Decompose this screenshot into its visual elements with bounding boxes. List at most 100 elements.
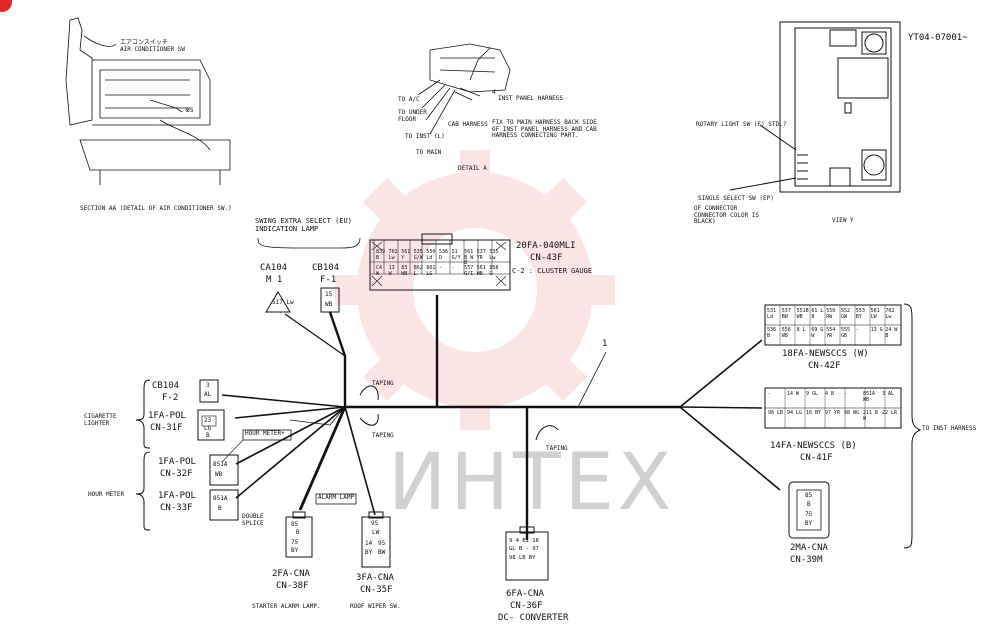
cn39m-pin: 75 bbox=[805, 511, 813, 518]
pin-cell: 552 GW bbox=[841, 308, 851, 320]
pin-cell: 531 Ld bbox=[767, 308, 777, 320]
cb104-f1-pin: WB bbox=[325, 301, 333, 308]
cn35f-pin: 95 bbox=[371, 520, 379, 527]
cn31f-pin: LG bbox=[204, 425, 212, 432]
cb104-f2-pin: 3 bbox=[206, 382, 210, 389]
cn32f-pin: 851A bbox=[213, 461, 228, 468]
cn38f-pin: B bbox=[296, 529, 300, 536]
pin-cell: 14 W bbox=[787, 391, 800, 397]
taping-label: TAPING bbox=[546, 445, 568, 452]
cn35f-pin: 14 bbox=[365, 540, 373, 547]
pin-cell: 862 L bbox=[413, 265, 423, 277]
cb104-f2-sub: F-2 bbox=[162, 393, 179, 403]
ca104-name: CA104 bbox=[260, 263, 288, 273]
detail-a-to-ac: TO A/C bbox=[398, 96, 420, 103]
detail-a-sketch bbox=[417, 43, 511, 135]
cn38f-name: 2FA-CNA bbox=[272, 569, 310, 579]
cn36f-cn: CN-36F bbox=[510, 601, 543, 611]
watermark-text: ИНТЕХ bbox=[388, 438, 676, 528]
pin-cell: 550 RW bbox=[826, 308, 836, 320]
pin-cell: 553 BY bbox=[855, 308, 865, 320]
view-y-panel bbox=[729, 21, 901, 193]
pin-cell: 3 AL bbox=[882, 391, 895, 397]
pin-cell: 8 L bbox=[796, 327, 806, 333]
cn36f-name: 6FA-CNA bbox=[506, 589, 544, 599]
cn35f-pin: BW bbox=[378, 549, 386, 556]
pin-cell: 551B WB bbox=[796, 308, 809, 320]
pin-cell: 61 LB bbox=[811, 308, 824, 320]
section-aa-caption: SECTION AA (DETAIL OF AIR CONDITIONER SW… bbox=[80, 205, 232, 212]
detail-a-to-under-floor: TO UNDER FLOOR bbox=[398, 109, 427, 123]
cn32f-cn: CN-32F bbox=[160, 469, 193, 479]
section-aa-jp-label: エアコンスイッチ bbox=[120, 39, 168, 46]
cn33f-pin: 851A bbox=[213, 495, 228, 502]
cn33f-pin: B bbox=[218, 505, 222, 512]
corner-badge bbox=[0, 0, 12, 12]
detail-a-cab-harness: CAB HARNESS bbox=[448, 121, 488, 128]
pin-cell: 561 LW bbox=[870, 308, 880, 320]
hour-meter-label: HOUR METER bbox=[88, 491, 125, 498]
pin-cell: 13 W bbox=[388, 265, 395, 277]
harness-number: 1 bbox=[602, 339, 608, 349]
cn39m-name: 2MA-CNA bbox=[790, 543, 828, 553]
taping-label: TAPING bbox=[372, 432, 394, 439]
pin-cell: 9 bbox=[509, 538, 516, 544]
cn31f-pin: B bbox=[206, 432, 210, 439]
view-y-single-select: SINGLE SELECT SW (EP) bbox=[698, 195, 774, 202]
pin-cell: 22 LR bbox=[882, 410, 898, 416]
cn36f-pin-grid: 9 4 E1 18 GL B - 97 98 LB BY bbox=[509, 537, 547, 562]
pin-cell: 83 WB bbox=[401, 265, 408, 277]
pin-cell: 98 WG bbox=[844, 410, 860, 416]
pin-cell: 13 G bbox=[870, 327, 883, 333]
cn38f-pin: 75 bbox=[291, 539, 299, 546]
detail-a-num: 4 bbox=[492, 89, 496, 96]
pin-cell: 537 YR bbox=[476, 249, 486, 261]
pin-cell: - bbox=[439, 265, 443, 271]
cn35f-pin: 95 bbox=[378, 540, 386, 547]
cn38f-pin: 85 bbox=[291, 521, 299, 528]
pin-cell: 211 BW bbox=[863, 410, 879, 422]
cn33f-name: 1FA-POL bbox=[158, 491, 196, 501]
cn39m-pin: 85 bbox=[805, 492, 813, 499]
cn38f-pin: BY bbox=[291, 547, 299, 554]
dc-converter-label: DC- CONVERTER bbox=[498, 613, 569, 623]
cn31f-pin: 23 bbox=[204, 417, 212, 424]
pin-cell: 550 Ld bbox=[426, 249, 436, 261]
cn31f-name: 1FA-POL bbox=[148, 411, 186, 421]
detail-a-fix-note: FIX TO MAIN HARNESS BACK SIDE OF INST PA… bbox=[492, 119, 597, 140]
pin-cell: 4 bbox=[515, 538, 523, 544]
pin-cell: - bbox=[844, 391, 848, 397]
pin-cell: 51 G/Y bbox=[451, 249, 461, 261]
pin-cell: 9 GL bbox=[806, 391, 819, 397]
section-aa-sketch bbox=[65, 17, 231, 185]
cn38f-cn: CN-38F bbox=[276, 581, 309, 591]
pin-cell: 18 bbox=[532, 538, 539, 544]
ca104-sub: M 1 bbox=[266, 275, 283, 285]
pin-cell: 556 WB bbox=[781, 327, 791, 339]
pin-cell: 554 YR bbox=[826, 327, 836, 339]
pin-cell: 702 Lw bbox=[885, 308, 895, 320]
pin-cell: 535 Lw bbox=[489, 249, 499, 261]
cn43f-desc: C-2 : CLUSTER GAUGE bbox=[512, 267, 593, 275]
cn42f-name: 18FA-NEWSCCS (W) bbox=[782, 349, 869, 359]
detail-a-inst-panel-harness: INST PANEL HARNESS bbox=[498, 95, 564, 102]
pin-cell: - bbox=[768, 391, 772, 397]
cn41f-cn: CN-41F bbox=[800, 453, 833, 463]
pin-cell: 98 bbox=[509, 554, 519, 561]
cigarette-lighter-label: CIGARETTE LIGHTER bbox=[84, 413, 117, 427]
roof-wiper-label: ROOF WIPER SW. bbox=[350, 603, 401, 610]
view-y-connector-color: OF CONNECTOR CONNECTOR COLOR IS BLACK) bbox=[694, 205, 760, 226]
pin-cell: 555 GB bbox=[841, 327, 851, 339]
pin-cell: 535 G/W bbox=[413, 249, 423, 261]
taping-label: TAPING bbox=[372, 380, 394, 387]
cn35f-pin: BY bbox=[365, 549, 373, 556]
cn31f-cn: CN-31F bbox=[150, 423, 183, 433]
pin-cell: 561 WB bbox=[476, 265, 486, 277]
detail-a-to-inst: TO INST (L) bbox=[405, 133, 445, 140]
pin-cell: 861 LG bbox=[426, 265, 436, 277]
pin-cell: 97 YR bbox=[825, 410, 841, 416]
cn32f-pin: WB bbox=[215, 471, 223, 478]
pin-cell: 16 BY bbox=[806, 410, 822, 416]
